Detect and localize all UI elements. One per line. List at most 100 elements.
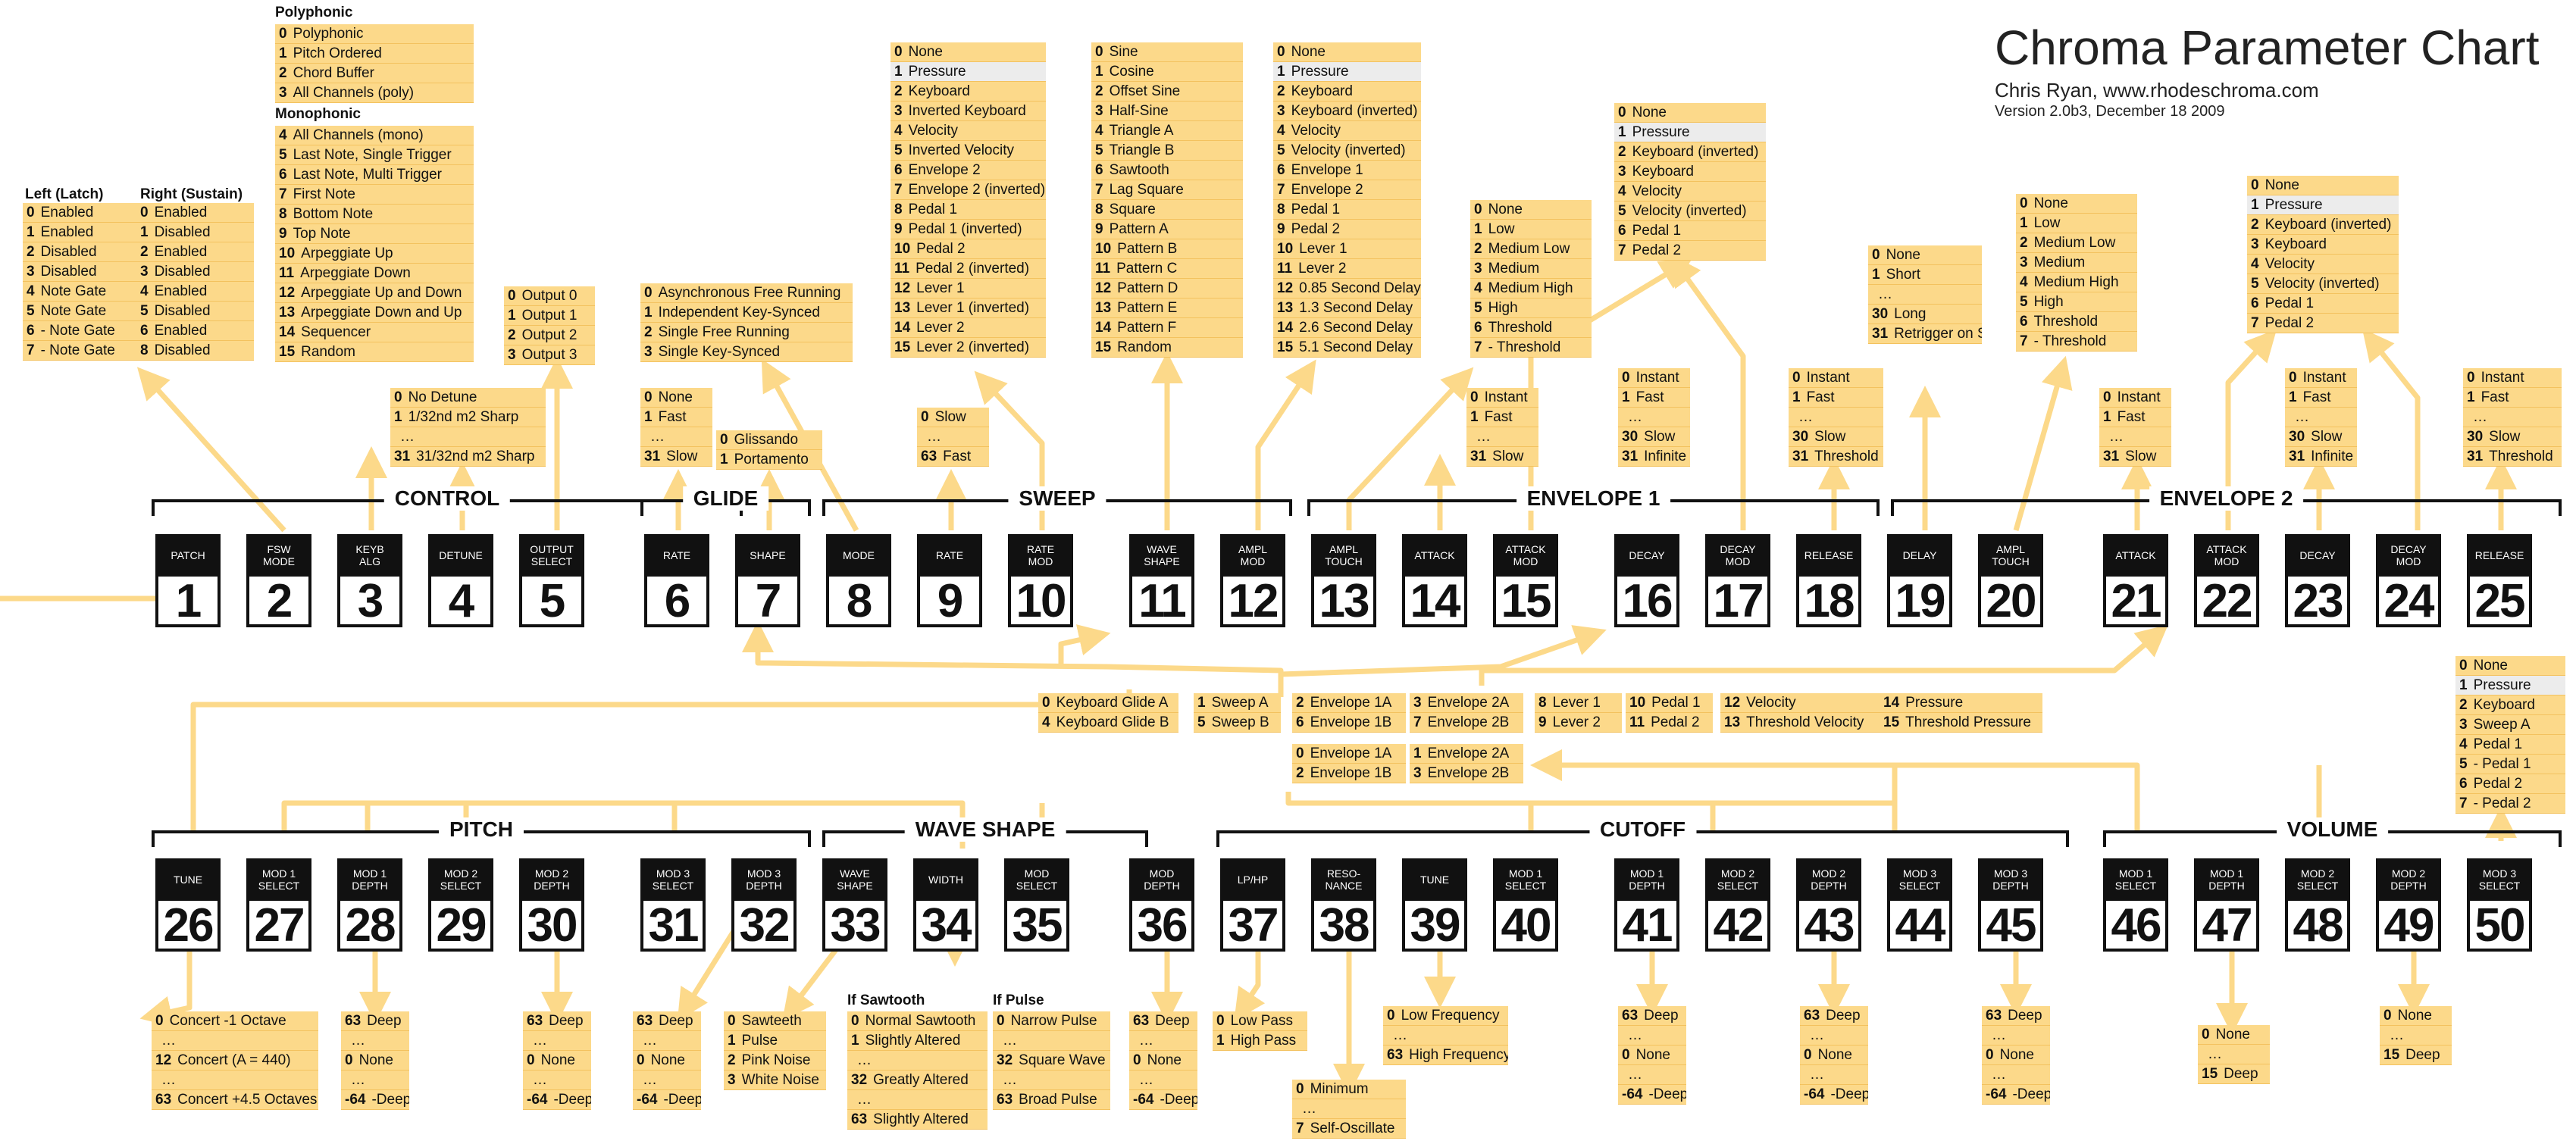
option-label: Deep <box>367 1013 402 1029</box>
option-label: - Threshold <box>1488 339 1561 355</box>
chart-title: Chroma Parameter Chart <box>1995 20 2540 75</box>
option-value: 1 <box>2251 197 2259 213</box>
option-row: … <box>1618 1026 1686 1046</box>
option-value: 63 <box>1133 1013 1150 1029</box>
option-value: 30 <box>1872 306 1889 322</box>
param-number: 50 <box>2474 899 2526 952</box>
option-value: 5 <box>2459 756 2468 772</box>
option-row: … <box>640 427 712 447</box>
option-value: 5 <box>1197 714 1206 730</box>
option-label: Output 3 <box>521 347 577 363</box>
option-label: None <box>1632 105 1667 120</box>
option-value: 3 <box>1413 695 1422 711</box>
version-label: Version 2.0b3, December 18 2009 <box>1995 103 2225 120</box>
option-value: 31 <box>1470 449 1487 464</box>
option-label: Lever 2 <box>1298 261 1347 277</box>
option-label: Disabled <box>40 244 97 260</box>
option-label: Envelope 2B <box>1427 714 1510 730</box>
option-value: 5 <box>2251 276 2259 292</box>
option-value: 0 <box>140 205 149 220</box>
option-label: None <box>658 389 693 405</box>
option-label: None <box>1886 247 1920 263</box>
option-label: … <box>857 1052 872 1068</box>
option-value: 2 <box>644 324 653 340</box>
option-row: 7- Pedal 2 <box>2455 794 2565 814</box>
option-value: 8 <box>1095 202 1103 217</box>
option-label: … <box>1810 1067 1824 1083</box>
option-value: 0 <box>1296 745 1304 761</box>
option-label: Low Frequency <box>1401 1008 1500 1024</box>
option-value: 1 <box>1470 409 1479 425</box>
header-right-sustain: Right (Sustain) <box>140 186 243 202</box>
option-label: Deep <box>659 1013 693 1029</box>
option-value: 0 <box>1474 202 1482 217</box>
option-value: 2 <box>2251 217 2259 233</box>
option-value: 3 <box>508 347 516 363</box>
option-label: Asynchronous Free Running <box>658 285 841 301</box>
param-number: 26 <box>163 899 214 952</box>
